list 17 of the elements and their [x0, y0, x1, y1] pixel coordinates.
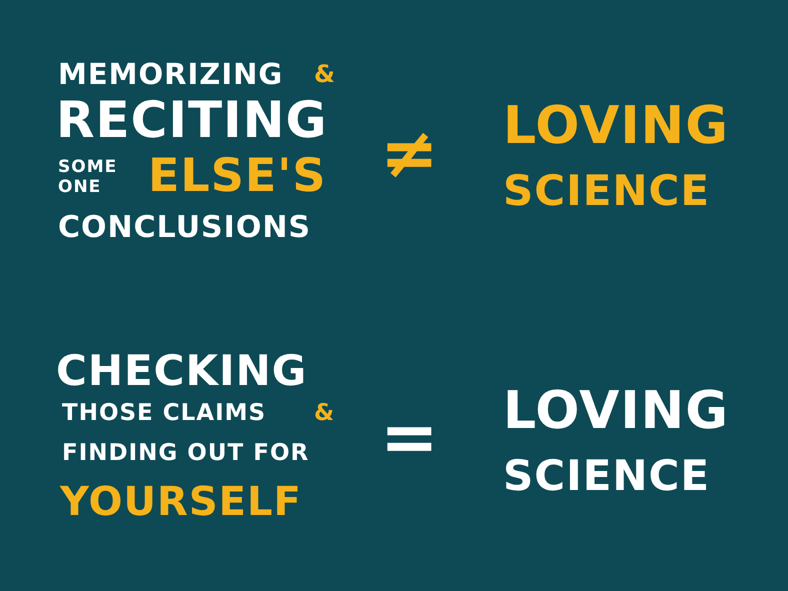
not-equal-sign: ≠ [380, 118, 440, 188]
headline-text: CONCLUSIONS [58, 213, 312, 243]
headline-text: SCIENCE [503, 170, 710, 212]
headline-text: SCIENCE [503, 455, 710, 497]
headline-text: RECITING [56, 95, 328, 145]
equals-sign: = [380, 402, 440, 472]
ampersand: & [314, 402, 336, 425]
headline-text: SOME ONE [58, 158, 118, 198]
headline-text: CHECKING [56, 350, 308, 392]
headline-text: ELSE'S [148, 152, 326, 198]
headline-text: LOVING [503, 100, 729, 152]
ampersand: & [314, 62, 336, 86]
headline-text: FINDING OUT FOR [62, 442, 310, 465]
headline-text: MEMORIZING [58, 60, 284, 89]
headline-text: YOURSELF [60, 482, 302, 522]
headline-text: THOSE CLAIMS [62, 402, 266, 425]
headline-text: LOVING [503, 385, 729, 437]
